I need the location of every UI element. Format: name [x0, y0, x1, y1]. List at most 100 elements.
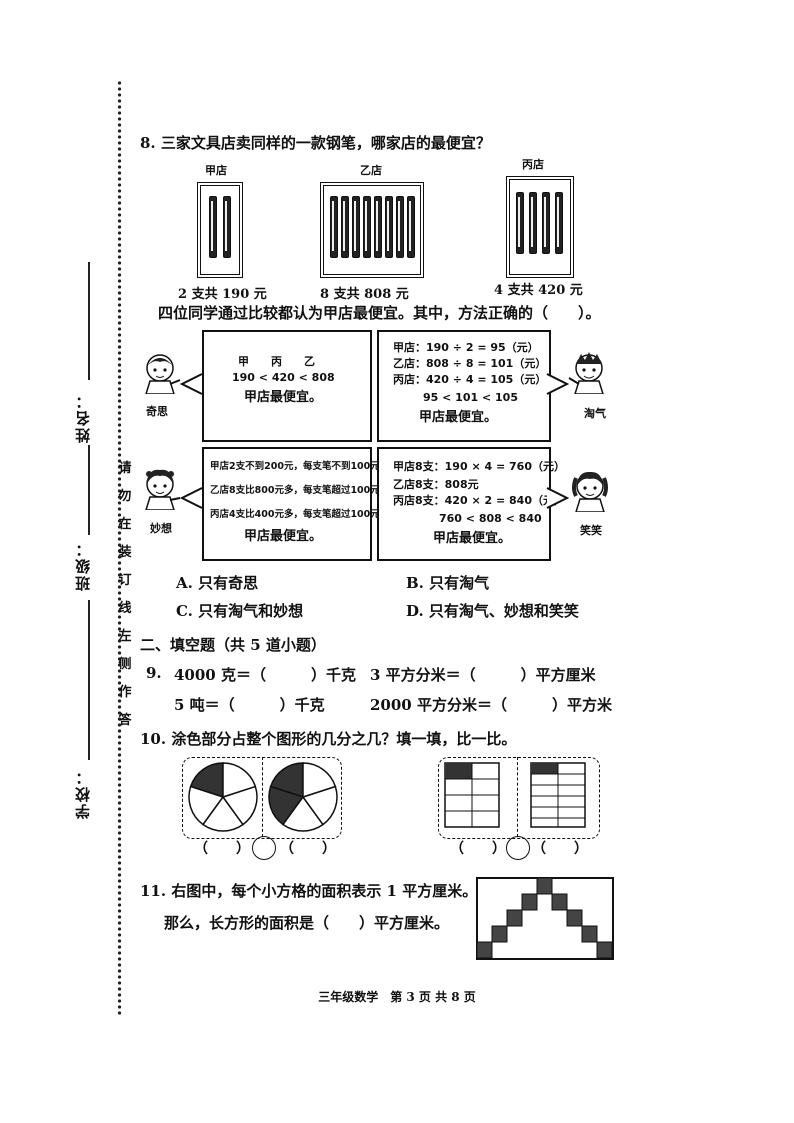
shaded-square [596, 941, 613, 959]
class-blank-line [88, 445, 90, 535]
option-d[interactable]: D. 只有淘气、妙想和笑笑 [406, 602, 579, 620]
miaoxiang-line: 丙店4支比400元多，每支笔超过100元 [210, 509, 380, 520]
q9-item-2[interactable]: 3 平方分米＝（ ）平方厘米 [370, 666, 596, 684]
qisi-line: 190 < 420 < 808 [232, 371, 335, 384]
taoqi-line: 甲店最便宜。 [419, 410, 498, 425]
dashed-divider [517, 757, 518, 837]
shaded-square [536, 877, 553, 895]
taoqi-line: 乙店：808 ÷ 8 = 101（元） [393, 357, 547, 370]
name-blank-line [88, 262, 90, 380]
q10-answer-1[interactable]: （ ） [194, 841, 250, 857]
grid-figure-2 [530, 762, 586, 828]
xiaoxiao-bubble: 甲店8支：190 × 4 = 760（元） 乙店8支：808元 丙店8支：420… [377, 447, 565, 561]
page-footer: 三年级数学 第 3 页 共 8 页 [318, 990, 476, 1004]
name-label: 姓名： [74, 392, 92, 443]
miaoxiang-line: 乙店8支比800元多，每支笔超过100元 [210, 485, 380, 496]
q11-rectangle-figure [476, 877, 614, 960]
xiaoxiao-avatar [570, 468, 610, 513]
qisi-line: 甲店最便宜。 [244, 390, 323, 405]
pie-slice [201, 795, 245, 832]
shaded-square [581, 925, 598, 943]
q9-number: 9. [146, 664, 162, 682]
pie-slice [268, 785, 305, 826]
xiaoxiao-name: 笑笑 [580, 524, 602, 537]
grid-figure-1 [444, 762, 500, 828]
q9-item-3[interactable]: 5 吨＝（ ）千克 [174, 696, 325, 714]
store-b-pen-box [320, 182, 424, 278]
store-c-name: 丙店 [522, 158, 544, 171]
taoqi-avatar [567, 350, 607, 395]
school-blank-line [88, 600, 90, 760]
pie-slice [301, 785, 338, 826]
warning-char: 订 [118, 573, 132, 588]
bubble-pointer [546, 487, 569, 509]
pen-image [223, 196, 231, 258]
pie-slice [302, 762, 337, 799]
q10-answer-4[interactable]: （ ） [532, 841, 588, 857]
warning-char: 作 [118, 685, 132, 700]
warning-char: 左 [118, 629, 132, 644]
shaded-square [506, 909, 523, 927]
qisi-bubble: 甲 丙 乙 190 < 420 < 808 甲店最便宜。 [202, 330, 372, 442]
q8-prompt: 四位同学通过比较都认为甲店最便宜。其中，方法正确的（ ）。 [158, 304, 601, 322]
miaoxiang-name: 妙想 [150, 522, 172, 535]
pen-image [385, 196, 393, 258]
option-b[interactable]: B. 只有淘气 [406, 574, 490, 592]
taoqi-line: 95 < 101 < 105 [423, 391, 518, 404]
miaoxiang-avatar [142, 466, 182, 511]
pen-image [330, 196, 338, 258]
q10-compare-circle-1[interactable] [252, 836, 276, 860]
bubble-pointer [180, 487, 203, 509]
warning-char: 侧 [118, 657, 132, 672]
qisi-name: 奇思 [146, 405, 168, 418]
xiaoxiao-line: 甲店最便宜。 [433, 531, 512, 546]
pen-image [209, 196, 217, 258]
store-c-pen-box [506, 176, 574, 278]
pie-slice [221, 785, 258, 826]
q10-answer-2[interactable]: （ ） [280, 841, 336, 857]
shaded-square [491, 925, 508, 943]
miaoxiang-line: 甲店2支不到200元，每支笔不到100元 [210, 461, 380, 472]
q9-item-4[interactable]: 2000 平方分米＝（ ）平方米 [370, 696, 612, 714]
section-2-title: 二、填空题（共 5 道小题） [140, 636, 326, 654]
warning-char: 勿 [118, 489, 132, 504]
circle-figure-1 [188, 762, 258, 832]
store-a-price: 2 支共 190 元 [178, 287, 267, 302]
miaoxiang-bubble: 甲店2支不到200元，每支笔不到100元 乙店8支比800元多，每支笔超过100… [202, 447, 380, 561]
q11-line-1: 11. 右图中，每个小方格的面积表示 1 平方厘米。 [140, 882, 478, 900]
pie-slice [222, 762, 257, 799]
store-a-pen-box [197, 182, 243, 278]
school-label: 学校： [74, 768, 92, 819]
shaded-square [476, 941, 493, 959]
pen-image [363, 196, 371, 258]
shaded-square [551, 893, 568, 911]
xiaoxiao-line: 760 < 808 < 840 [439, 512, 542, 525]
pen-image [529, 192, 537, 254]
pen-image [341, 196, 349, 258]
q10-answer-3[interactable]: （ ） [450, 841, 506, 857]
qisi-avatar [142, 350, 182, 395]
taoqi-line: 甲店：190 ÷ 2 = 95（元） [393, 341, 539, 354]
option-a[interactable]: A. 只有奇思 [176, 574, 259, 592]
pen-image [352, 196, 360, 258]
option-c[interactable]: C. 只有淘气和妙想 [176, 602, 304, 620]
q10-compare-circle-2[interactable] [506, 836, 530, 860]
store-c-price: 4 支共 420 元 [494, 283, 583, 298]
store-b-price: 8 支共 808 元 [320, 287, 409, 302]
pie-slice [281, 795, 325, 832]
warning-char: 在 [118, 517, 132, 532]
binding-dotted-line [117, 80, 122, 1015]
pen-image [396, 196, 404, 258]
warning-char: 请 [118, 461, 132, 476]
q9-item-1[interactable]: 4000 克＝（ ）千克 [174, 666, 356, 684]
pen-image [374, 196, 382, 258]
xiaoxiao-line: 甲店8支：190 × 4 = 760（元） [393, 460, 565, 473]
pen-image [555, 192, 563, 254]
store-b-name: 乙店 [360, 164, 382, 177]
shaded-square [566, 909, 583, 927]
pen-image [516, 192, 524, 254]
warning-char: 答 [118, 713, 132, 728]
pen-image [542, 192, 550, 254]
xiaoxiao-line: 丙店8支：420 × 2 = 840（元） [393, 494, 565, 507]
q11-line-2[interactable]: 那么，长方形的面积是（ ）平方厘米。 [164, 914, 450, 932]
